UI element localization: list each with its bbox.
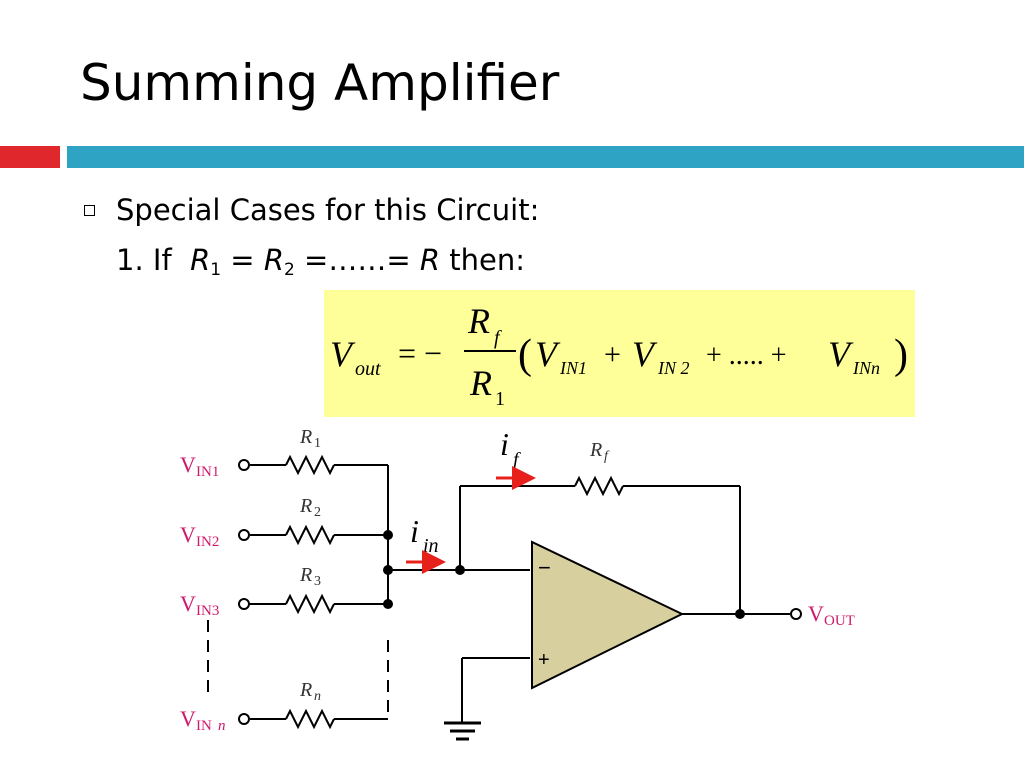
r-symbol: R bbox=[419, 243, 441, 277]
r1-symbol: R bbox=[190, 243, 211, 277]
label-rf-sub: f bbox=[604, 449, 610, 464]
terminal-vinn bbox=[238, 713, 250, 725]
label-r3-sub: 3 bbox=[314, 574, 321, 589]
label-vinn-n: n bbox=[218, 718, 226, 734]
opamp-triangle-icon bbox=[531, 540, 685, 690]
resistor-r3 bbox=[285, 593, 335, 615]
title-accent-red-bar bbox=[0, 146, 60, 168]
terminal-vout bbox=[790, 608, 802, 620]
label-r1-sub: 1 bbox=[314, 436, 321, 451]
bullet-text: Special Cases for this Circuit: bbox=[116, 193, 540, 227]
label-vin1-sub: IN1 bbox=[196, 464, 219, 480]
then-word: then: bbox=[449, 243, 525, 277]
formula-rparen: ) bbox=[894, 332, 908, 378]
formula-out-sub: out bbox=[355, 358, 381, 380]
label-iin-i: i bbox=[410, 513, 419, 549]
terminal-vin1 bbox=[238, 459, 250, 471]
label-r2: R bbox=[299, 495, 312, 517]
label-if-sub: f bbox=[513, 449, 521, 471]
label-rn: R bbox=[299, 679, 312, 701]
label-r1: R bbox=[299, 426, 312, 448]
formula-1-sub: 1 bbox=[495, 388, 505, 410]
case-prefix: 1. If bbox=[116, 243, 172, 277]
resistor-rn bbox=[285, 708, 335, 730]
label-r2-sub: 2 bbox=[314, 505, 321, 520]
resistor-r1 bbox=[285, 454, 335, 476]
ground-icon bbox=[444, 721, 481, 741]
junction-dots bbox=[383, 530, 745, 619]
label-vin3-v: V bbox=[180, 591, 196, 616]
equals-sign: = bbox=[230, 243, 255, 277]
label-rn-sub: n bbox=[314, 689, 321, 704]
formula-vin2: V bbox=[632, 334, 658, 374]
resistor-rf bbox=[574, 475, 624, 497]
label-vinn-sub: IN bbox=[196, 718, 212, 734]
label-vinn-v: V bbox=[180, 706, 196, 731]
formula-rf: R bbox=[467, 301, 490, 341]
formula-plus-dots: + ..... + bbox=[706, 340, 787, 371]
formula-in2-sub: IN 2 bbox=[657, 358, 690, 378]
circuit-wires bbox=[207, 454, 790, 730]
resistor-r2 bbox=[285, 524, 335, 546]
label-vin1-v: V bbox=[180, 452, 196, 477]
ellipsis-equals: =……= bbox=[304, 243, 411, 277]
formula-r1: R bbox=[469, 363, 492, 403]
special-case-line: 1. If R1 = R2 =……= R then: bbox=[116, 240, 525, 290]
r2-symbol: R bbox=[263, 243, 284, 277]
label-r3: R bbox=[299, 564, 312, 586]
formula-lparen: ( bbox=[518, 332, 532, 378]
formula-vinn: V bbox=[828, 334, 854, 374]
label-vin2-v: V bbox=[180, 522, 196, 547]
formula-eq-minus: = − bbox=[398, 335, 442, 371]
terminal-vin3 bbox=[238, 598, 250, 610]
label-vout-sub: OUT bbox=[824, 613, 855, 629]
terminal-vin2 bbox=[238, 529, 250, 541]
title-accent-blue-bar bbox=[67, 146, 1024, 168]
r2-subscript: 2 bbox=[283, 260, 295, 280]
formula-inn-sub: INn bbox=[852, 358, 880, 378]
label-vin3-sub: IN3 bbox=[196, 603, 219, 619]
formula-plus: + bbox=[604, 338, 621, 371]
opamp-inverting-sign: − bbox=[538, 555, 551, 580]
summing-formula: V out = − R f R 1 ( V IN1 + V IN 2 + ...… bbox=[330, 301, 908, 410]
label-rf: R bbox=[589, 439, 602, 461]
label-iin-sub: in bbox=[423, 535, 439, 557]
formula-v: V bbox=[330, 334, 356, 374]
terminal-circles bbox=[238, 459, 802, 725]
formula-vin1: V bbox=[535, 334, 561, 374]
formula-f-sub: f bbox=[494, 327, 502, 349]
formula-in1-sub: IN1 bbox=[559, 358, 587, 378]
slide-title: Summing Amplifier bbox=[80, 54, 560, 112]
formula-highlight-box bbox=[324, 290, 915, 417]
opamp-noninverting-sign: + bbox=[538, 649, 550, 671]
r1-subscript: 1 bbox=[210, 260, 222, 280]
label-vin2-sub: IN2 bbox=[196, 534, 219, 550]
label-vout-v: V bbox=[808, 601, 824, 626]
square-bullet-icon bbox=[84, 205, 95, 216]
label-if-i: i bbox=[500, 426, 509, 462]
